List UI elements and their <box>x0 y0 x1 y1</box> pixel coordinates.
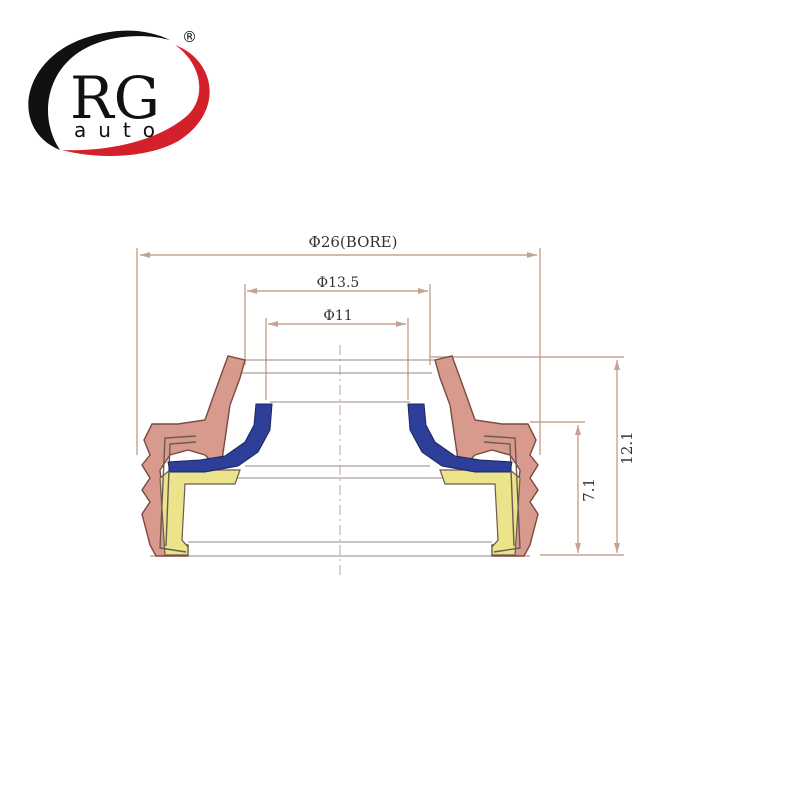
outer-lip-dim-label: Φ13.5 <box>317 275 360 291</box>
arrow <box>575 543 581 553</box>
bore-dim-label: Φ26(BORE) <box>309 233 398 251</box>
arrow <box>575 425 581 435</box>
inner-lip-dim-label: Φ11 <box>323 308 352 324</box>
metal-case-right <box>439 469 521 556</box>
inner-retainer-right-2 <box>483 441 515 547</box>
dimension-arrows <box>140 252 620 553</box>
seal-right-half <box>407 355 539 557</box>
arrow <box>396 321 406 327</box>
logo-swoosh-red <box>62 45 210 156</box>
rg-auto-logo: RG auto ® <box>28 28 210 156</box>
inner-retainer-left <box>159 435 197 553</box>
reference-lines <box>150 359 530 557</box>
logo-swoosh-black <box>28 30 170 150</box>
arrow <box>247 288 257 294</box>
logo-brand-text: RG <box>70 64 160 132</box>
logo-registered-mark: ® <box>182 28 197 46</box>
arrow <box>418 288 428 294</box>
arrow <box>614 543 620 553</box>
arrow <box>527 252 537 258</box>
arrow <box>268 321 278 327</box>
total-height-dim-label: 12.1 <box>618 431 636 464</box>
dimension-lines <box>136 248 624 556</box>
arrow <box>614 360 620 370</box>
arrow <box>140 252 150 258</box>
inner-retainer-right <box>483 435 521 553</box>
ptfe-lip-right <box>407 403 513 473</box>
ptfe-lip-left <box>167 403 273 473</box>
metal-case-left <box>159 469 241 556</box>
seal-left-half <box>141 355 273 557</box>
logo-sub-text: auto <box>74 118 167 142</box>
case-height-dim-label: 7.1 <box>580 478 598 502</box>
inner-retainer-left-2 <box>165 441 197 547</box>
